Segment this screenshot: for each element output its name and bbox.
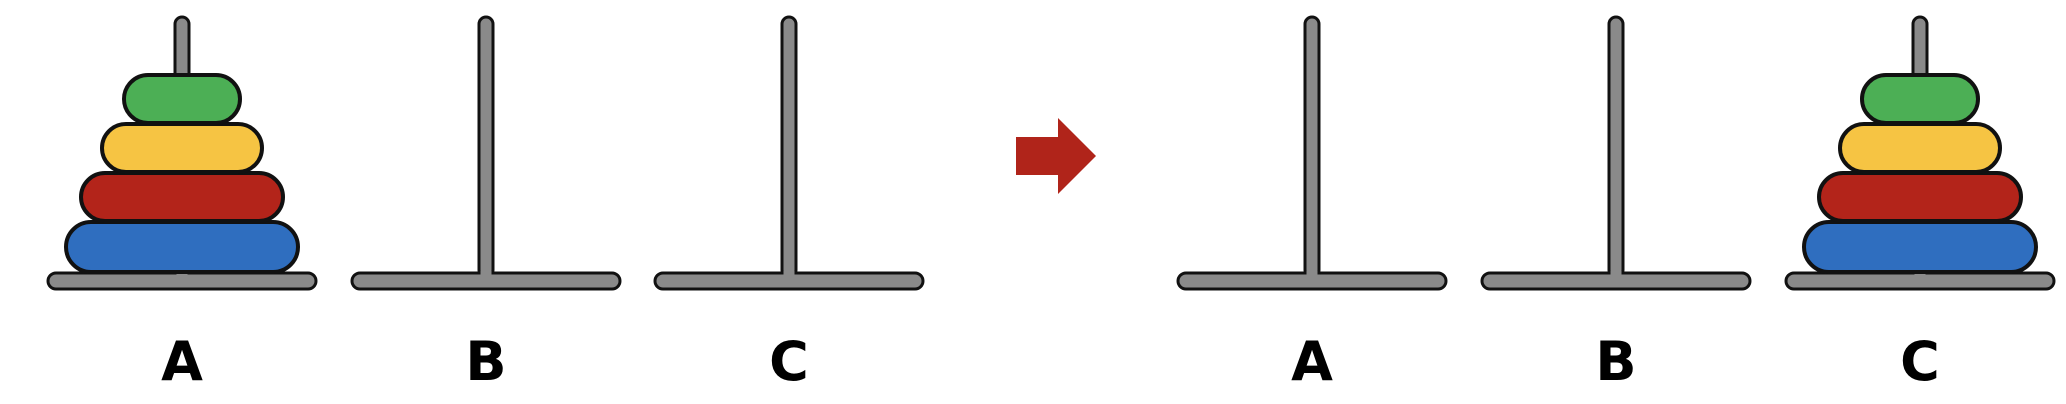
peg-b: B	[1480, 15, 1752, 393]
peg-joint	[1610, 271, 1622, 276]
peg-label: A	[161, 330, 203, 393]
arrow-shape	[1016, 118, 1096, 194]
disk-4	[122, 73, 242, 125]
peg-rod	[1607, 15, 1625, 279]
initial-state-panel: A B C	[46, 15, 925, 393]
peg-rod	[1303, 15, 1321, 279]
peg-joint	[1306, 271, 1318, 276]
disk-4	[1860, 73, 1980, 125]
peg-joint	[480, 271, 492, 276]
disk-3	[100, 122, 264, 174]
peg-rod	[477, 15, 495, 279]
peg-label: A	[1291, 330, 1333, 393]
disk-2	[79, 171, 285, 223]
disk-3	[1838, 122, 2002, 174]
final-state-panel: A B C	[1176, 15, 2056, 393]
right-arrow-icon	[1016, 118, 1096, 194]
peg-label: B	[1595, 330, 1636, 393]
peg-label: C	[769, 330, 809, 393]
peg-a: A	[1176, 15, 1448, 393]
peg-rod	[780, 15, 798, 279]
peg-label: B	[465, 330, 506, 393]
peg-a: A	[46, 15, 318, 393]
disk-2	[1817, 171, 2023, 223]
peg-c: C	[1784, 15, 2056, 393]
disk-1	[1802, 220, 2038, 274]
peg-c: C	[653, 15, 925, 393]
peg-b: B	[350, 15, 622, 393]
peg-label: C	[1900, 330, 1940, 393]
peg-joint	[783, 271, 795, 276]
disk-1	[64, 220, 300, 274]
